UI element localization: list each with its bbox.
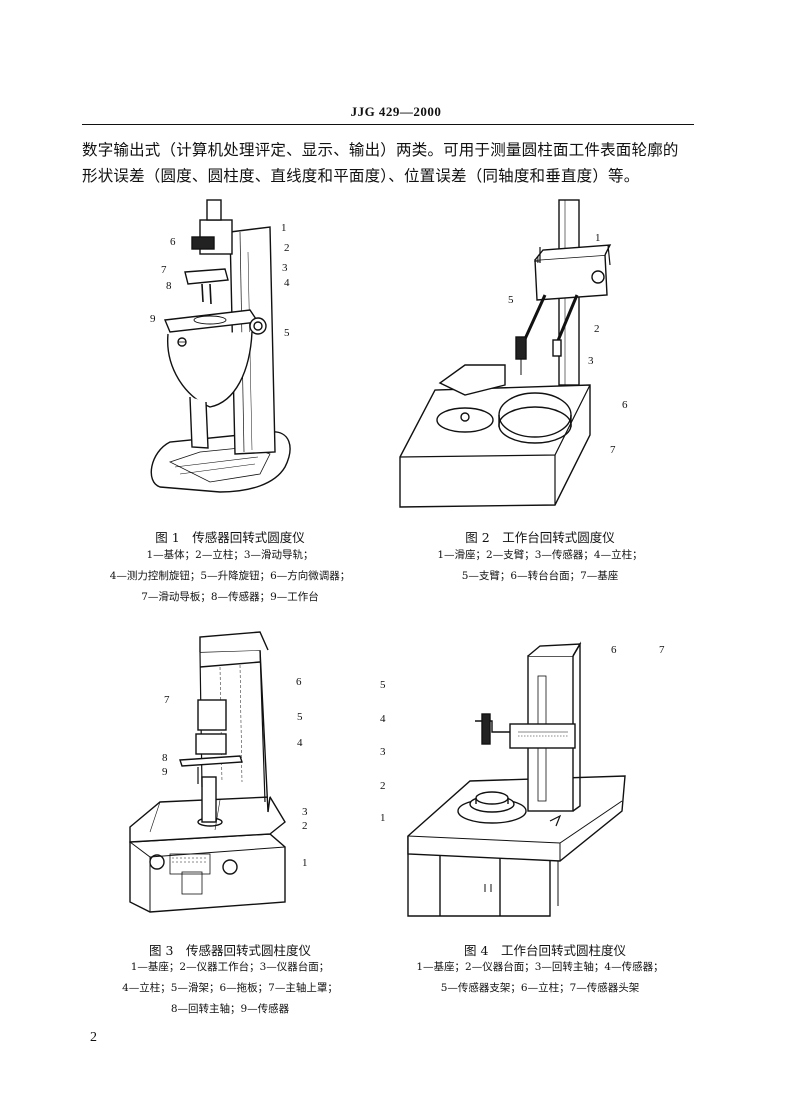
- figure-4-callout-7: 7: [659, 644, 665, 656]
- figure-3-legend-line-3: 8—回转主轴；9—传感器: [170, 1003, 290, 1015]
- figure-3-callout-3: 3: [302, 806, 308, 818]
- figure-2-legend: 1—滑座；2—支臂；3—传感器；4—立柱； 5—支臂；6—转台台面；7—基座: [400, 545, 680, 587]
- figure-3-callout-5: 5: [297, 711, 303, 723]
- figure-1-caption: 图 1 传感器回转式圆度仪: [155, 530, 305, 545]
- figure-3-callout-9: 9: [162, 766, 168, 778]
- figure-2-callout-5: 5: [508, 294, 514, 306]
- figure-2-caption: 图 2 工作台回转式圆度仪: [465, 530, 615, 545]
- figure-4-callout-2: 2: [380, 780, 386, 792]
- figure-4-callout-3: 3: [380, 746, 386, 758]
- figure-2-legend-line-2: 5—支臂；6—转台台面；7—基座: [461, 570, 619, 582]
- figure-4-callout-4: 4: [380, 713, 386, 725]
- figure-4-legend-line-1: 1—基座；2—仪器台面；3—回转主轴；4—传感器；: [416, 961, 664, 973]
- figure-2-callout-4: 4: [534, 254, 540, 266]
- figure-1-legend-line-2: 4—测力控制旋钮；5—升降旋钮；6—方向微调器；: [109, 570, 351, 582]
- figure-3-callout-7: 7: [164, 694, 170, 706]
- figure-1-callout-8: 8: [166, 280, 172, 292]
- figure-4-illustration: [400, 636, 630, 926]
- figure-3-legend-line-1: 1—基座；2—仪器工作台；3—仪器台面；: [130, 961, 330, 973]
- figure-2-callout-2: 2: [594, 323, 600, 335]
- figure-4-callout-1: 1: [380, 812, 386, 824]
- figure-3-callout-8: 8: [162, 752, 168, 764]
- figure-3-callout-2: 2: [302, 820, 308, 832]
- figure-4-callout-5: 5: [380, 679, 386, 691]
- figure-4-caption: 图 4 工作台回转式圆柱度仪: [464, 943, 626, 958]
- figure-2-callout-6: 6: [622, 399, 628, 411]
- figure-4-callout-6: 6: [611, 644, 617, 656]
- figure-1-legend: 1—基体；2—立柱；3—滑动导轨； 4—测力控制旋钮；5—升降旋钮；6—方向微调…: [40, 545, 420, 608]
- figure-2-callout-1: 1: [595, 232, 601, 244]
- figure-4-legend-line-2: 5—传感器支架；6—立柱；7—传感器头架: [440, 982, 640, 994]
- figure-1-callout-4: 4: [284, 277, 290, 289]
- figure-1-callout-7: 7: [161, 264, 167, 276]
- figure-3-illustration: [120, 622, 300, 922]
- page-number: 2: [90, 1030, 97, 1045]
- body-paragraph-line-2: 形状误差（圆度、圆柱度、直线度和平面度）、位置误差（同轴度和垂直度）等。: [82, 167, 640, 185]
- figure-2-callout-7: 7: [610, 444, 616, 456]
- figure-2-callout-3: 3: [588, 355, 594, 367]
- figure-1-callout-5: 5: [284, 327, 290, 339]
- figure-1-legend-line-3: 7—滑动导板；8—传感器；9—工作台: [141, 591, 319, 603]
- figure-3-caption: 图 3 传感器回转式圆柱度仪: [149, 943, 311, 958]
- figure-1-callout-9: 9: [150, 313, 156, 325]
- figure-1-illustration: [140, 192, 320, 502]
- body-paragraph-line-1: 数字输出式（计算机处理评定、显示、输出）两类。可用于测量圆柱面工件表面轮廓的: [82, 141, 679, 159]
- document-code: JJG 429—2000: [350, 104, 442, 119]
- figure-3-callout-1: 1: [302, 857, 308, 869]
- header-rule: [82, 124, 694, 125]
- figure-1-callout-1: 1: [281, 222, 287, 234]
- figure-1-callout-2: 2: [284, 242, 290, 254]
- figure-3-callout-6: 6: [296, 676, 302, 688]
- figure-2-legend-line-1: 1—滑座；2—支臂；3—传感器；4—立柱；: [437, 549, 643, 561]
- figure-1-legend-line-1: 1—基体；2—立柱；3—滑动导轨；: [146, 549, 314, 561]
- figure-3-legend-line-2: 4—立柱；5—滑架；6—拖板；7—主轴上罩；: [122, 982, 338, 994]
- figure-3-legend: 1—基座；2—仪器工作台；3—仪器台面； 4—立柱；5—滑架；6—拖板；7—主轴…: [60, 957, 400, 1020]
- figure-1-callout-6: 6: [170, 236, 176, 248]
- figure-4-legend: 1—基座；2—仪器台面；3—回转主轴；4—传感器； 5—传感器支架；6—立柱；7…: [375, 957, 705, 999]
- figure-2-illustration: [395, 195, 625, 510]
- figure-1-callout-3: 3: [282, 262, 288, 274]
- figure-3-callout-4: 4: [297, 737, 303, 749]
